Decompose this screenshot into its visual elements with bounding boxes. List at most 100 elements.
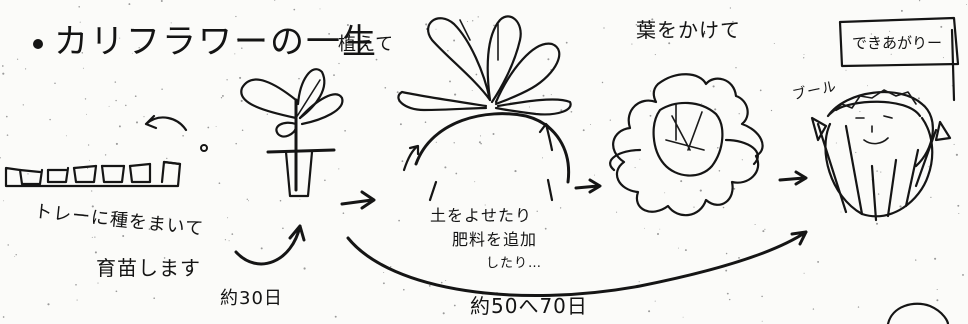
speckle — [761, 320, 763, 322]
right-arrow-icon-1 — [340, 190, 376, 210]
speckle — [773, 43, 775, 44]
speckle — [444, 166, 447, 169]
speckle — [693, 206, 695, 208]
speckle — [480, 142, 482, 145]
speckle — [770, 109, 773, 112]
speckle — [525, 218, 527, 220]
speckle — [544, 227, 547, 230]
speckle — [845, 69, 847, 71]
transplant-label: 植えて — [338, 34, 395, 55]
speckle — [97, 282, 99, 284]
speckle — [803, 272, 805, 274]
speckle — [453, 39, 456, 42]
speckle — [342, 212, 345, 214]
speckle — [449, 80, 451, 83]
speckle — [399, 123, 402, 126]
speckle — [163, 257, 166, 259]
speckle — [764, 228, 766, 230]
speckle — [616, 211, 618, 213]
speckle — [601, 81, 604, 84]
speckle — [338, 62, 340, 65]
speckle — [560, 109, 563, 112]
speckle — [3, 200, 5, 202]
speckle — [654, 54, 656, 56]
flag-icon — [838, 16, 960, 102]
speckle — [631, 43, 633, 45]
speckle — [215, 125, 217, 127]
speckle — [54, 82, 56, 84]
speckle — [733, 187, 736, 190]
speckle — [333, 74, 335, 77]
seedling-duration: 約30日 — [220, 288, 283, 309]
speckle — [403, 288, 405, 291]
speckle — [918, 0, 921, 2]
speckle — [104, 154, 107, 156]
speckle — [725, 269, 728, 272]
speckle — [467, 21, 468, 22]
speckle — [383, 272, 385, 273]
speckle — [115, 142, 118, 145]
speckle — [528, 106, 531, 108]
speckle — [235, 15, 237, 18]
speckle — [131, 52, 133, 54]
speckle — [319, 8, 321, 10]
speckle — [484, 204, 486, 206]
speckle — [65, 135, 67, 137]
speckle — [160, 0, 163, 2]
speckle — [27, 173, 29, 175]
speckle — [731, 30, 733, 32]
speckle — [900, 9, 903, 12]
speckle — [122, 235, 125, 237]
speckle — [115, 290, 118, 293]
speckle — [936, 288, 938, 291]
speckle — [128, 3, 131, 6]
speckle — [273, 0, 276, 1]
speckle — [754, 223, 756, 226]
speckle — [471, 90, 473, 92]
speckle — [735, 67, 737, 69]
speckle — [644, 227, 645, 229]
speckle — [5, 115, 8, 118]
speckle — [803, 54, 805, 56]
transfer-arrow-icon — [234, 224, 306, 266]
speckle — [240, 99, 243, 102]
speckle — [957, 204, 960, 207]
speckle — [547, 58, 550, 61]
speckle — [266, 113, 268, 115]
speckle — [447, 49, 449, 52]
speckle — [125, 104, 127, 107]
speckle — [119, 37, 121, 39]
soil-caption-line2: 肥料を追加 — [452, 230, 538, 249]
speckle — [235, 142, 237, 145]
soil-caption-line1: 土をよせたり — [430, 206, 533, 225]
speckle — [717, 147, 719, 149]
tray-caption-line2: 育苗します — [96, 256, 201, 280]
speckle — [241, 47, 243, 49]
speckle — [885, 37, 888, 39]
speckle — [762, 230, 765, 233]
speckle — [488, 258, 490, 260]
speckle — [565, 41, 568, 44]
speckle — [684, 249, 687, 252]
speckle — [930, 196, 932, 199]
speckle — [510, 101, 512, 103]
speckle — [49, 118, 51, 121]
speckle — [870, 33, 873, 35]
speckle — [582, 129, 585, 132]
speckle — [227, 217, 229, 219]
speckle — [91, 205, 94, 208]
speckle — [79, 21, 81, 23]
speckle — [328, 33, 330, 35]
speckle — [741, 159, 743, 161]
speckle — [654, 300, 656, 302]
speckle — [16, 58, 19, 60]
speckle — [25, 68, 27, 70]
speckle — [876, 170, 878, 172]
seed-tray-icon — [4, 160, 182, 188]
speckle — [479, 135, 482, 137]
speckle — [951, 85, 953, 87]
speckle — [344, 129, 346, 132]
speckle — [958, 212, 960, 215]
speckle — [425, 23, 428, 26]
speckle — [398, 219, 400, 222]
